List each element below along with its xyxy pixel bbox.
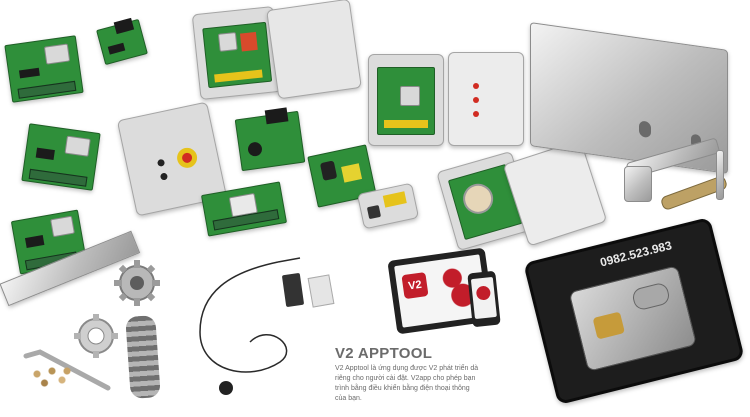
phone-screen bbox=[470, 276, 497, 320]
led-indicator-icon bbox=[473, 83, 479, 89]
terminal-block-icon bbox=[17, 80, 77, 99]
app-logo: V2 bbox=[401, 272, 429, 300]
underground-motor-box: 0982.523.983 bbox=[523, 216, 745, 406]
sprocket-icon bbox=[74, 314, 118, 358]
transformer-icon bbox=[43, 43, 71, 65]
transformer-icon bbox=[64, 135, 91, 157]
enclosure-lid bbox=[266, 0, 362, 100]
apptool-line: trình bằng điều khiển bằng điện thoại th… bbox=[335, 385, 470, 392]
connector-icon bbox=[113, 17, 135, 35]
indicator-button-icon bbox=[159, 172, 169, 181]
transformer-icon bbox=[341, 163, 363, 183]
mounting-hole-icon bbox=[639, 120, 651, 139]
antenna-cable-icon bbox=[199, 257, 301, 395]
capacitor-icon bbox=[319, 160, 338, 181]
chip-icon bbox=[107, 42, 126, 55]
motor-unit-icon bbox=[568, 265, 698, 372]
apptool-line: của bạn. bbox=[335, 395, 362, 402]
open-control-enclosure-2 bbox=[368, 54, 444, 146]
pcb-board-2 bbox=[21, 123, 101, 191]
app-logo-text: V2 bbox=[407, 278, 423, 293]
apptool-line: V2 Apptool là ứng dụng được V2 phát triể… bbox=[335, 365, 479, 372]
chip-icon bbox=[247, 141, 263, 158]
magnet-sensor-icon bbox=[307, 274, 335, 308]
connector-icon bbox=[264, 107, 289, 125]
pcb-board-1 bbox=[4, 35, 84, 103]
allen-key-icon bbox=[23, 349, 111, 391]
small-pcb-connector-board bbox=[96, 17, 148, 66]
toroid-transformer-icon bbox=[459, 180, 497, 218]
release-key-icon bbox=[716, 150, 724, 200]
motor-box-phone-number: 0982.523.983 bbox=[598, 238, 674, 270]
sprocket-gear-icon bbox=[114, 260, 160, 306]
chip-icon bbox=[24, 234, 45, 248]
bracket-icon bbox=[624, 166, 652, 202]
transformer-icon bbox=[50, 215, 75, 238]
chain-icon bbox=[125, 315, 161, 399]
indicator-button-icon bbox=[156, 158, 166, 168]
apptool-line: riêng cho người cài đặt. V2app cho phép … bbox=[335, 375, 476, 382]
led-indicator-icon bbox=[473, 111, 479, 117]
led-indicator-icon bbox=[473, 97, 479, 103]
sensor-lens-icon bbox=[366, 204, 382, 220]
apptool-title: V2 APPTOOL bbox=[335, 345, 433, 362]
emergency-switch-icon bbox=[175, 145, 199, 170]
apptool-description: V2 Apptool là ứng dụng được V2 phát triể… bbox=[335, 364, 535, 404]
enclosure-circuit-board bbox=[377, 67, 435, 135]
screws-pile-icon bbox=[27, 362, 77, 392]
pcb-board-connector bbox=[234, 107, 306, 172]
chip-icon bbox=[18, 67, 40, 79]
enclosure-lid-with-leds bbox=[448, 52, 524, 146]
terminal-block-icon bbox=[28, 168, 88, 187]
sensor-label-icon bbox=[382, 191, 407, 208]
chip-icon bbox=[35, 147, 55, 160]
enclosure-circuit-board bbox=[202, 21, 273, 89]
smartphone-device bbox=[467, 270, 501, 328]
